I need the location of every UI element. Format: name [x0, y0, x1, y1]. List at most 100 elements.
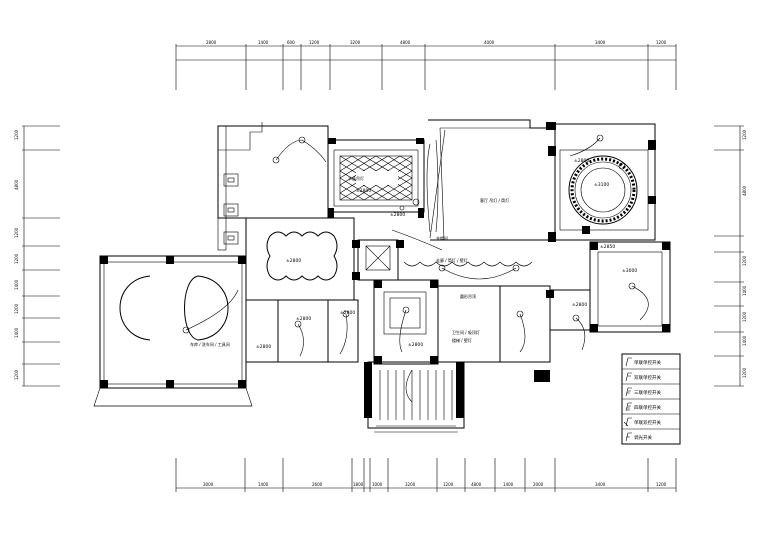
annotation-round: 圆形吊顶	[460, 293, 476, 299]
dimension-right: 1200 4800 1200 1400 1200 1400 1200	[714, 125, 747, 387]
legend-item-label: 三联单控开关	[634, 389, 661, 396]
dim-bottom-2: 2600	[312, 482, 323, 487]
dim-bottom-6: 1200	[443, 482, 454, 487]
dim-bottom-11: 1200	[656, 482, 667, 487]
dim-bottom-10: 3400	[595, 482, 606, 487]
switch-symbol-icon	[625, 357, 632, 367]
ceiling-light-icon	[438, 264, 446, 272]
dim-left-0: 1200	[14, 129, 19, 140]
ceiling-light-icon	[596, 134, 604, 142]
dim-bottom-0: 3000	[203, 482, 214, 487]
dim-left-6: 1400	[14, 327, 19, 338]
dim-right-5: 1400	[742, 335, 747, 346]
legend-item: 双联单控开关	[625, 372, 661, 382]
annotation-stair: 楼梯 / 壁灯	[452, 337, 472, 343]
dim-left-3: 1200	[14, 253, 19, 264]
switch-legend: 单联单控开关 双联单控开关 三联单控开关 四联单控开关 单联双控开关 调光开关	[621, 353, 681, 445]
dimension-bottom: 3000 1400 2600 1800 1000 3200 1200 4800 …	[175, 458, 677, 492]
legend-item-label: 单联单控开关	[634, 359, 661, 366]
switch-symbol-icon	[625, 432, 632, 442]
legend-item: 三联单控开关	[625, 387, 661, 397]
dim-top-1: 1400	[258, 40, 269, 45]
dim-top-7: 3400	[595, 40, 606, 45]
annotation-crystal-lamp: 水晶吊灯	[348, 175, 364, 181]
ceiling-light-icon	[182, 326, 190, 334]
ceiling-light-icon	[298, 136, 306, 144]
ceiling-height-label: ±3000	[622, 268, 637, 274]
ceiling-height-label: ±2800	[390, 212, 405, 218]
ceiling-height-label: ±2800	[340, 310, 355, 316]
dim-right-0: 1200	[742, 129, 747, 140]
ceiling-light-icon	[516, 310, 524, 318]
dim-bottom-5: 3200	[405, 482, 416, 487]
dim-right-1: 4800	[742, 185, 747, 196]
dim-left-5: 1200	[14, 303, 19, 314]
hall-cloud-ceiling	[266, 231, 533, 281]
ceiling-height-label: ±2800	[256, 344, 271, 350]
dim-top-6: 4000	[484, 40, 495, 45]
dim-left-1: 4800	[14, 179, 19, 190]
ceiling-height-label: ±3100	[594, 182, 609, 188]
ceiling-light-icon	[572, 314, 580, 322]
ceiling-light-icon	[272, 156, 280, 164]
ceiling-light-icon	[402, 306, 410, 314]
dim-right-6: 1200	[742, 367, 747, 378]
ceiling-height-label: ±2800	[572, 302, 587, 308]
dim-right-4: 1200	[742, 311, 747, 322]
annotations: 水晶吊灯 车库 / 洗车间 / 工具间 走廊 / 筒灯 / 壁灯 客厅 吊灯 /…	[190, 175, 509, 347]
dim-right-2: 1200	[742, 255, 747, 266]
dim-bottom-4: 1000	[372, 482, 383, 487]
dim-bottom-9: 2000	[533, 482, 544, 487]
dimension-top: 2800 1400 600 1200 3200 4800 4000 3400 1…	[175, 40, 677, 90]
dim-top-3: 1200	[309, 40, 320, 45]
dim-bottom-1: 1400	[258, 482, 269, 487]
dim-bottom-7: 4800	[471, 482, 482, 487]
dim-top-5: 4800	[400, 40, 411, 45]
garage-arches	[119, 275, 229, 341]
legend-item: 调光开关	[625, 432, 652, 442]
dim-top-8: 1200	[656, 40, 667, 45]
legend-item-label: 单联双控开关	[634, 419, 661, 426]
ceiling-light-icon	[294, 320, 302, 328]
legend-item-label: 调光开关	[634, 434, 652, 441]
dim-bottom-3: 1800	[353, 482, 364, 487]
switch-wiring	[185, 137, 649, 403]
dim-left-7: 1200	[14, 369, 19, 380]
ceiling-height-label: ±2850	[600, 244, 615, 250]
entrance-steps	[374, 370, 458, 433]
switch-symbol-icon	[625, 372, 632, 382]
ceiling-light-icon	[618, 162, 626, 170]
dim-bottom-8: 1400	[503, 482, 514, 487]
ceiling-light-icon	[628, 282, 636, 290]
ceiling-light-icon	[512, 264, 520, 272]
legend-item: 单联单控开关	[625, 357, 661, 367]
ceiling-height-labels: ±2800 ±2800 ±2800 ±3100 ±2850 ±3000 ±280…	[256, 158, 637, 350]
ceiling-height-label: ±2800	[408, 342, 423, 348]
dim-right-3: 1400	[742, 285, 747, 296]
switch-symbol-icon	[625, 387, 632, 397]
ceiling-light-icon	[412, 198, 420, 206]
dim-top-0: 2800	[206, 40, 217, 45]
dim-top-4: 3200	[350, 40, 361, 45]
round-ceiling	[568, 155, 638, 225]
dimension-left: 1200 4800 1200 1200 1400 1200 1400 1200	[14, 125, 60, 387]
annotation-corridor: 走廊 / 筒灯 / 壁灯	[436, 257, 468, 263]
annotation-bath: 卫生间 / 吸顶灯	[452, 329, 480, 335]
downlight-icon	[399, 205, 405, 211]
legend-item-label: 四联单控开关	[634, 404, 661, 411]
switch-symbol-icon	[625, 402, 632, 412]
switch-symbol-icon	[623, 417, 632, 427]
legend-item-label: 双联单控开关	[634, 374, 661, 381]
floor-plan-walls	[93, 119, 671, 433]
legend-item: 四联单控开关	[625, 402, 661, 412]
annotation-wardrobe: 衣帽间	[436, 235, 448, 241]
dim-left-2: 1200	[14, 227, 19, 238]
ceiling-height-label: ±2800	[356, 188, 371, 194]
light-fixtures	[182, 134, 636, 334]
legend-item: 单联双控开关	[623, 417, 661, 427]
ceiling-light-icon	[342, 310, 350, 318]
ceiling-height-label: ±2800	[296, 316, 311, 322]
annotation-garage: 车库 / 洗车间 / 工具间	[190, 341, 230, 347]
ceiling-height-label: ±2800	[574, 158, 589, 164]
